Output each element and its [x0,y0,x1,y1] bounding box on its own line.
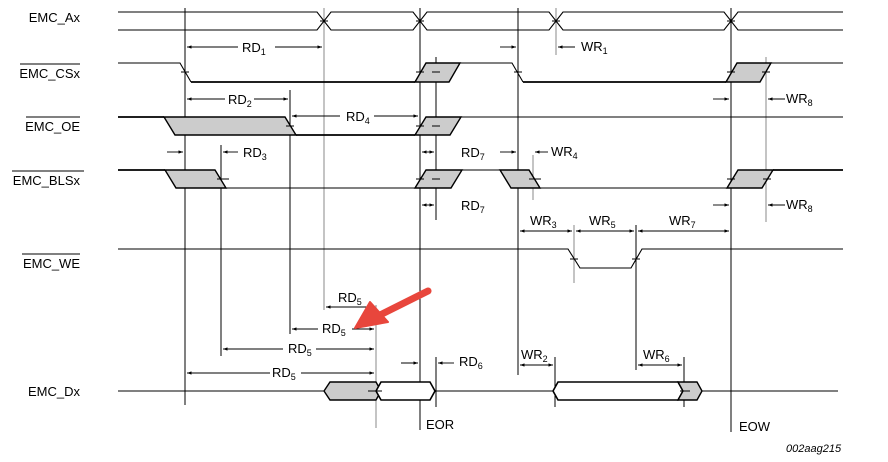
waveform-dx [118,381,838,401]
label-rd5b: RD5 [322,321,346,338]
label-wr1: WR1 [581,39,608,56]
signal-label-blsx: EMC_BLSx [13,173,81,188]
label-rd3: RD3 [243,145,267,162]
signal-label-we: EMC_WE [23,256,80,271]
label-rd1: RD1 [242,40,266,57]
signal-label-ax: EMC_Ax [29,10,81,25]
label-wr6: WR6 [643,347,670,364]
label-wr2: WR2 [521,347,548,364]
waveform-oe [118,116,843,136]
label-rd4: RD4 [346,109,370,126]
figure-id: 002aag215 [786,443,842,455]
signal-label-oe: EMC_OE [25,119,80,134]
label-wr8a: WR8 [786,91,813,108]
marker-eow: EOW [739,419,771,434]
signal-labels: EMC_Ax EMC_CSx EMC_OE EMC_BLSx EMC_WE EM… [12,10,84,399]
timing-labels: RD1 RD2 RD3 RD4 RD5 RD5 RD5 RD5 RD6 RD7 … [228,39,813,382]
signal-label-csx: EMC_CSx [19,66,80,81]
label-wr5: WR5 [589,213,616,230]
label-wr8b: WR8 [786,197,813,214]
red-annotation-arrow-icon [354,287,432,329]
dimension-arrows [167,45,785,375]
label-rd5d: RD5 [272,365,296,382]
waveform-blsx [118,169,843,189]
waveform-we [118,248,843,269]
label-rd7b: RD7 [461,198,485,215]
label-rd2: RD2 [228,92,252,109]
marker-eor: EOR [426,417,454,432]
label-wr4: WR4 [551,144,578,161]
label-rd6: RD6 [459,354,483,371]
waveform-ax [118,11,843,31]
label-wr7: WR7 [669,213,696,230]
signal-label-dx: EMC_Dx [28,384,81,399]
label-rd5c: RD5 [288,341,312,358]
label-wr3: WR3 [530,213,557,230]
label-rd7a: RD7 [461,145,485,162]
waveform-csx [118,62,843,83]
label-rd5a: RD5 [338,290,362,307]
